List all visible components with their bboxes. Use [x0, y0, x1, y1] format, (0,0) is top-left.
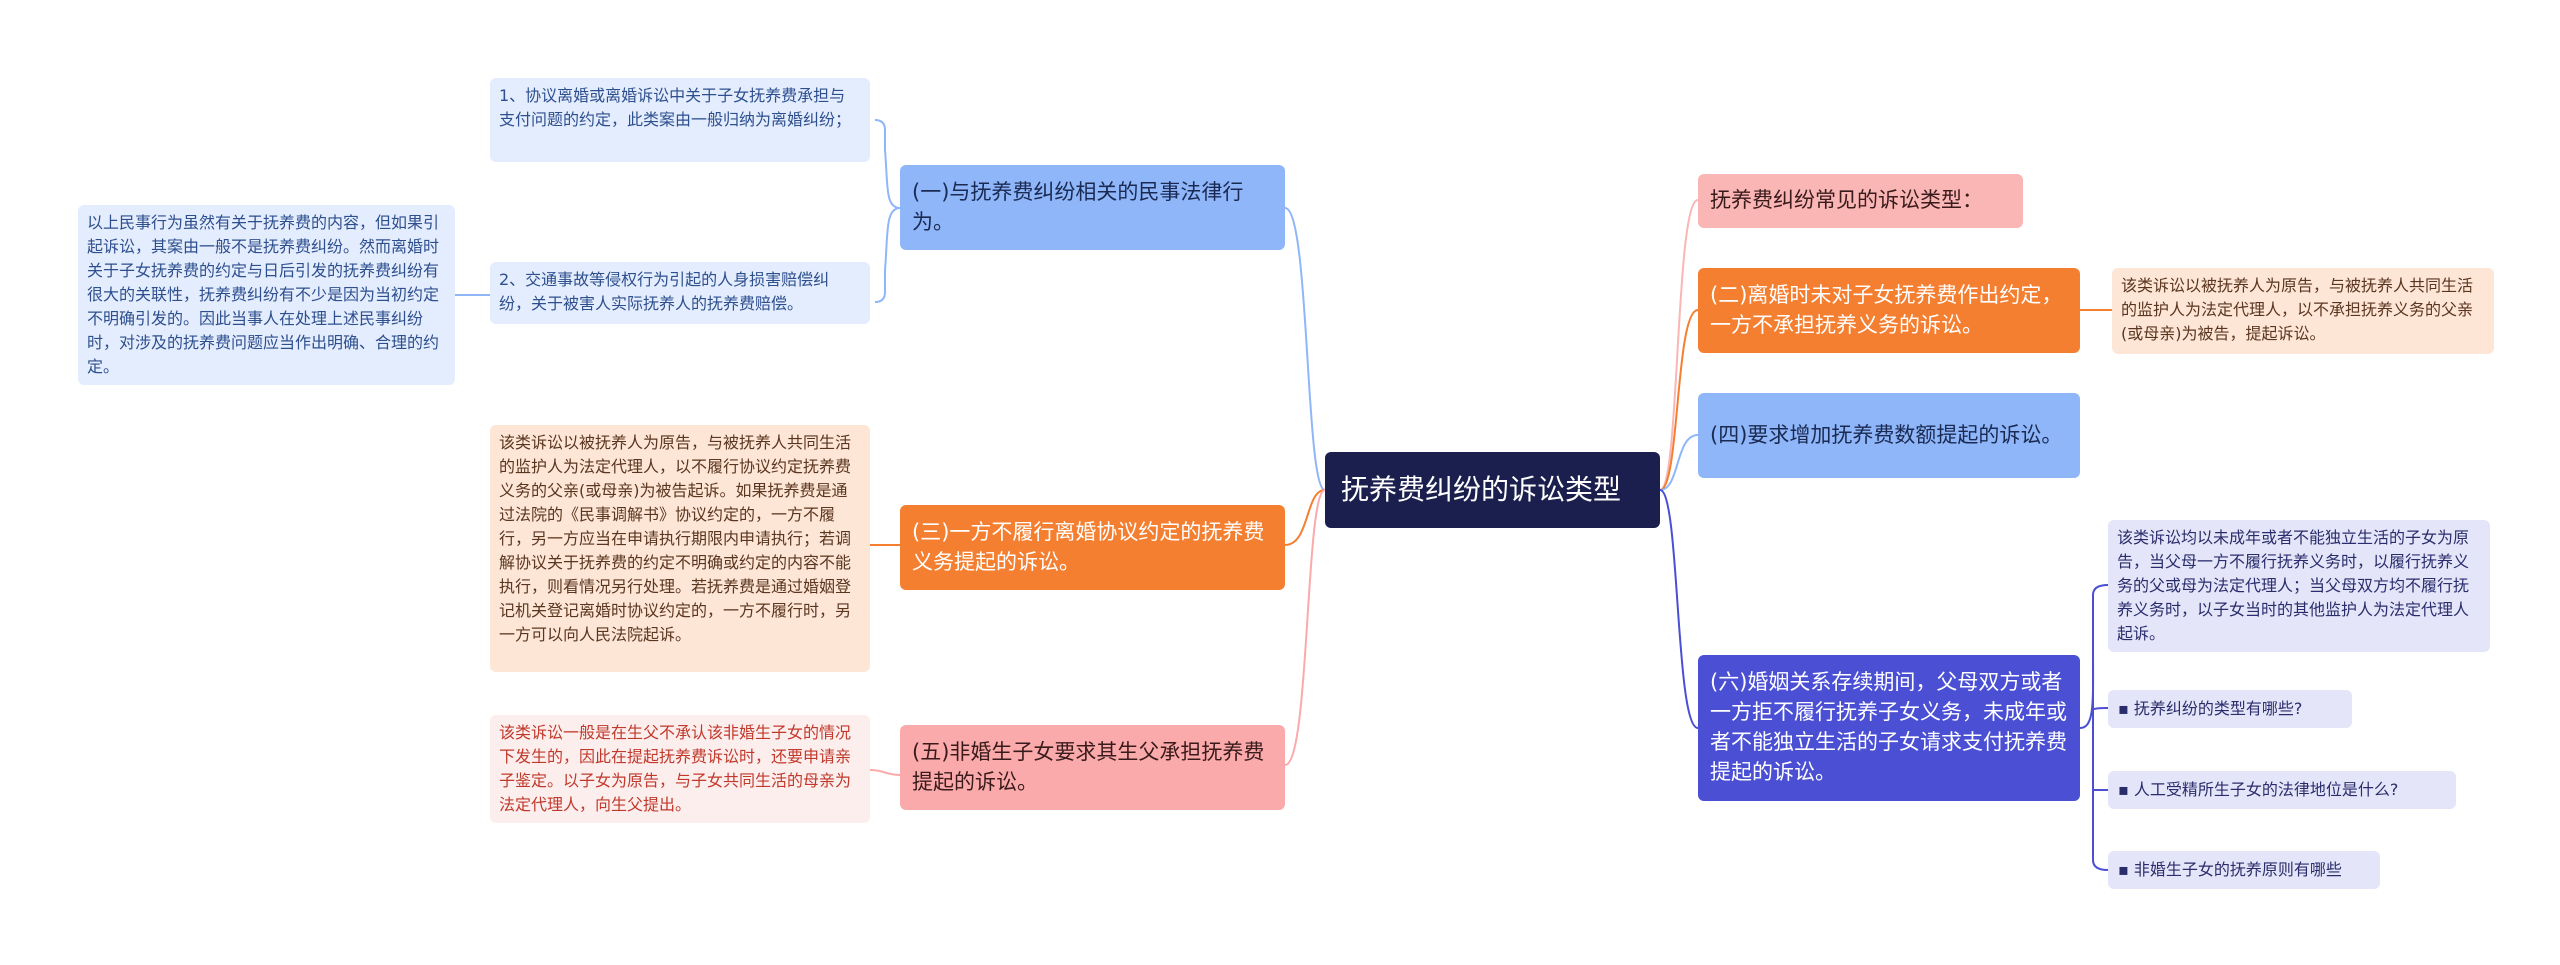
branch-civil-acts-label: (一)与抚养费纠纷相关的民事法律行为。	[912, 179, 1244, 234]
branch-illegitimate-child[interactable]: (五)非婚生子女要求其生父承担抚养费提起的诉讼。	[900, 725, 1285, 810]
leaf-illegitimate-detail[interactable]: 该类诉讼一般是在生父不承认该非婚生子女的情况下发生的，因此在提起抚养费诉讼时，还…	[490, 715, 870, 823]
branch-illegitimate-label: (五)非婚生子女要求其生父承担抚养费提起的诉讼。	[912, 739, 1265, 794]
topic-common-types-label: 抚养费纠纷常见的诉讼类型：	[1710, 188, 1983, 213]
link-branch1-leaves	[874, 119, 901, 303]
related-question-illegitimate-principles[interactable]: ▪ 非婚生子女的抚养原则有哪些	[2108, 851, 2380, 889]
branch-increase-amount[interactable]: (四)要求增加抚养费数额提起的诉讼。	[1698, 393, 2080, 478]
leaf-civil-acts-note[interactable]: 以上民事行为虽然有关于抚养费的内容，但如果引起诉讼，其案由一般不是抚养费纠纷。然…	[78, 205, 455, 385]
branch-civil-acts[interactable]: (一)与抚养费纠纷相关的民事法律行为。	[900, 165, 1285, 250]
leaf-no-agreement-detail[interactable]: 该类诉讼以被抚养人为原告，与被抚养人共同生活的监护人为法定代理人，以不承担抚养义…	[2112, 268, 2494, 354]
branch-no-agreement-divorce[interactable]: (二)离婚时未对子女抚养费作出约定，一方不承担抚养义务的诉讼。	[1698, 268, 2080, 353]
link-branch6-children	[2079, 584, 2109, 871]
related-question-types[interactable]: ▪ 抚养纠纷的类型有哪些?	[2108, 690, 2352, 728]
related-question-ivf-child[interactable]: ▪ 人工受精所生子女的法律地位是什么?	[2108, 771, 2456, 809]
leaf-during-marriage-detail[interactable]: 该类诉讼均以未成年或者不能独立生活的子女为原告，当父母一方不履行抚养义务时，以履…	[2108, 520, 2490, 652]
branch-no-agreement-label: (二)离婚时未对子女抚养费作出约定，一方不承担抚养义务的诉讼。	[1710, 282, 2063, 337]
leaf-divorce-agreement[interactable]: 1、协议离婚或离婚诉讼中关于子女抚养费承担与支付问题的约定，此类案由一般归纳为离…	[490, 78, 870, 162]
topic-common-types[interactable]: 抚养费纠纷常见的诉讼类型：	[1698, 174, 2023, 228]
branch-during-marriage[interactable]: (六)婚姻关系存续期间，父母双方或者一方拒不履行抚养子女义务，未成年或者不能独立…	[1698, 655, 2080, 801]
link-center-branch2	[1659, 309, 1699, 491]
central-topic[interactable]: 抚养费纠纷的诉讼类型	[1325, 452, 1660, 528]
link-center-branch5	[1284, 489, 1326, 766]
link-branch5-leaf	[869, 769, 901, 776]
link-center-branch6	[1659, 489, 1699, 729]
branch-breach-divorce-agreement[interactable]: (三)一方不履行离婚协议约定的抚养费义务提起的诉讼。	[900, 505, 1285, 590]
branch-breach-label: (三)一方不履行离婚协议约定的抚养费义务提起的诉讼。	[912, 519, 1265, 574]
leaf-breach-detail[interactable]: 该类诉讼以被抚养人为原告，与被抚养人共同生活的监护人为法定代理人，以不履行协议约…	[490, 425, 870, 672]
branch-during-marriage-label: (六)婚姻关系存续期间，父母双方或者一方拒不履行抚养子女义务，未成年或者不能独立…	[1710, 670, 2067, 784]
link-center-branch3	[1284, 489, 1326, 546]
central-topic-label: 抚养费纠纷的诉讼类型	[1341, 473, 1622, 507]
leaf-tort-compensation[interactable]: 2、交通事故等侵权行为引起的人身损害赔偿纠纷，关于被害人实际抚养人的抚养费赔偿。	[490, 262, 870, 324]
branch-increase-label: (四)要求增加抚养费数额提起的诉讼。	[1710, 422, 2063, 447]
link-center-branch4	[1659, 434, 1699, 491]
link-center-topic	[1659, 199, 1699, 491]
link-center-branch1	[1284, 207, 1326, 491]
